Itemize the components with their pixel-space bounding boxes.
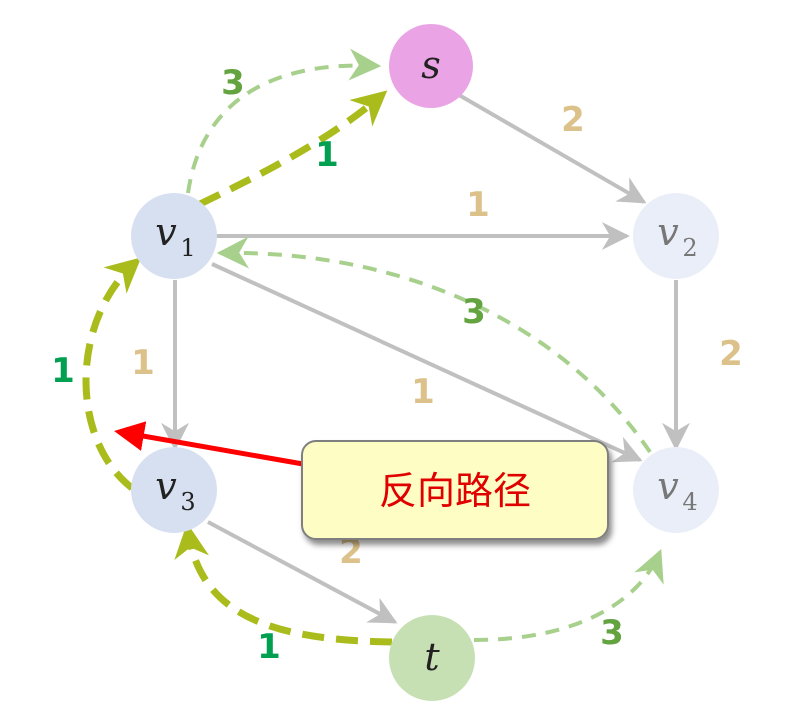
node-v1-subscript: 1 — [180, 234, 195, 262]
edge-v1-v4 — [211, 262, 643, 463]
weight-v1-v3: 1 — [131, 343, 155, 383]
weight-v1-v2: 1 — [466, 185, 490, 225]
node-v2[interactable]: v 2 — [633, 193, 719, 279]
node-v4[interactable]: v 4 — [633, 447, 719, 533]
node-v2-circle — [633, 193, 719, 279]
node-v3-circle — [131, 447, 217, 533]
edge-v3-t — [207, 520, 398, 624]
node-v2-subscript: 2 — [682, 234, 697, 262]
weight-flow-t-v3: 1 — [257, 627, 281, 667]
callout-box — [301, 440, 609, 540]
residual-arcs-light — [186, 48, 664, 642]
node-t[interactable]: t — [389, 615, 475, 701]
weight-v1-v4: 1 — [411, 372, 435, 412]
arc-v1-to-s-flow — [198, 90, 388, 208]
node-v1-label: v — [155, 210, 177, 254]
node-s[interactable]: s — [389, 24, 473, 108]
weight-flow-v3-v1: 1 — [51, 351, 75, 391]
weight-s-v2: 2 — [561, 100, 585, 140]
callout-arrow — [114, 421, 304, 467]
node-v4-circle — [633, 447, 719, 533]
weight-arc-v1-s: 3 — [221, 63, 245, 103]
node-s-label: s — [421, 43, 441, 87]
node-v4-subscript: 4 — [682, 488, 697, 516]
node-v3-label: v — [155, 464, 177, 508]
nodes: s v 1 v 2 v 3 v 4 t — [131, 24, 719, 701]
node-v4-label: v — [657, 464, 679, 508]
edge-weight-labels: 2 1 1 1 2 2 — [131, 100, 743, 572]
weight-v3-t: 2 — [339, 532, 363, 572]
arc-t-to-v3-flow — [174, 523, 393, 646]
weight-arc-t-v4: 3 — [600, 613, 624, 653]
node-v2-label: v — [657, 210, 679, 254]
arc-v4-to-v1 — [216, 236, 652, 454]
arc-v1-to-s — [186, 48, 382, 194]
weight-flow-v1-s: 1 — [315, 135, 339, 175]
original-edges — [161, 93, 690, 624]
weight-v2-v4: 2 — [719, 334, 743, 374]
arc-v3-to-v1-flow — [82, 257, 142, 491]
node-s-circle — [389, 24, 473, 108]
node-t-label: t — [424, 635, 440, 679]
arc-t-to-v4 — [473, 549, 664, 642]
callout-rect — [301, 440, 609, 540]
node-v1-circle — [131, 193, 217, 279]
edge-s-v2 — [457, 93, 647, 204]
node-t-circle — [389, 615, 475, 701]
node-v3-subscript: 3 — [180, 488, 195, 516]
callout-text: 反向路径 — [379, 469, 531, 513]
residual-weight-labels: 3 1 3 1 1 3 — [51, 63, 624, 667]
residual-arcs-olive — [82, 90, 393, 646]
weight-arc-v4-v1: 3 — [462, 292, 486, 332]
node-v1[interactable]: v 1 — [131, 193, 217, 279]
node-v3[interactable]: v 3 — [131, 447, 217, 533]
